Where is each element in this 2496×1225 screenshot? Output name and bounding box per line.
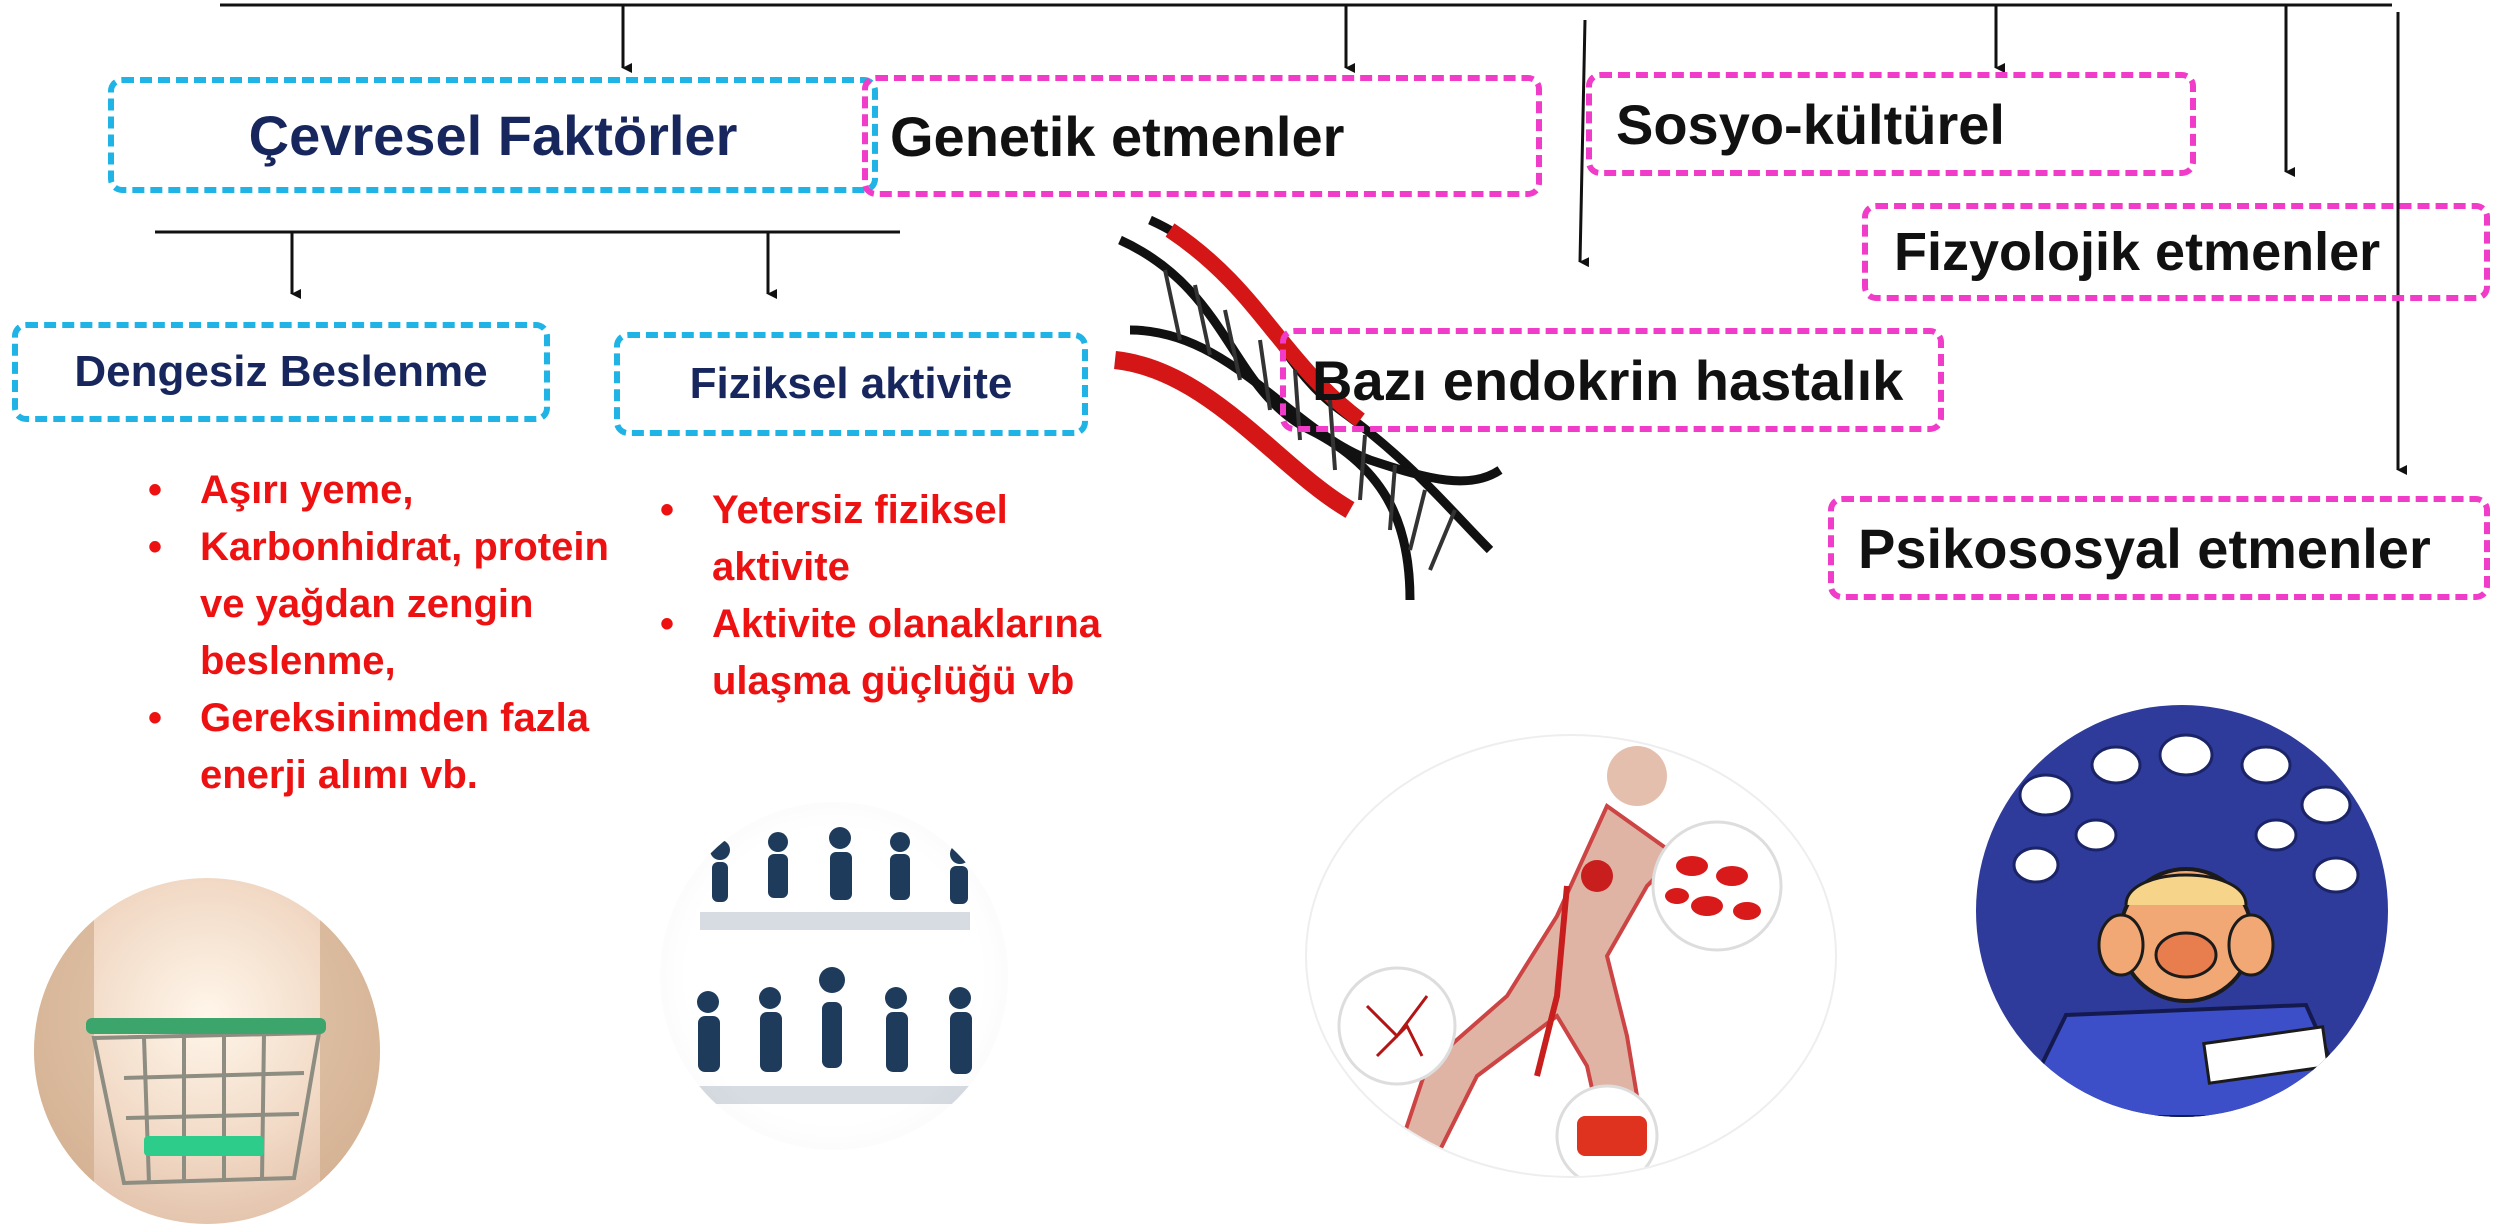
label-fizyolojik: Fizyolojik etmenler	[1894, 222, 2381, 282]
bullet-item: Gereksinimden fazla enerji alımı vb.	[140, 690, 610, 804]
box-fiziksel-aktivite: Fiziksel aktivite	[614, 332, 1088, 436]
box-fizyolojik-etmenler: Fizyolojik etmenler	[1862, 203, 2490, 301]
bullet-item: Aşırı yeme,	[140, 462, 610, 519]
label-psikososyal: Psikososyal etmenler	[1858, 516, 2431, 580]
label-cevresel: Çevresel Faktörler	[248, 103, 738, 167]
box-dengesiz-beslenme: Dengesiz Beslenme	[12, 322, 550, 422]
box-genetik-etmenler: Genetik etmenler	[862, 75, 1542, 197]
arrow-to-endokrin	[1578, 19, 1590, 268]
stressed-person-image	[1976, 705, 2388, 1117]
shopping-cart-icon	[34, 918, 380, 1218]
beslenme-bullet-list: Aşırı yeme, Karbonhidrat, protein ve yağ…	[140, 462, 610, 804]
human-anatomy-runner-icon	[1337, 746, 1783, 1176]
label-aktivite: Fiziksel aktivite	[689, 359, 1013, 408]
exercise-silhouettes-image	[660, 802, 1008, 1150]
box-cevresel-faktorler: Çevresel Faktörler	[108, 77, 878, 193]
label-endokrin: Bazı endokrin hastalık	[1312, 348, 1904, 412]
exercise-silhouettes-icon	[690, 827, 980, 1104]
box-sosyo-kulturel: Sosyo-kültürel	[1586, 72, 2196, 176]
label-genetik: Genetik etmenler	[890, 104, 1345, 168]
bullet-item: Yetersiz fiziksel aktivite	[652, 482, 1122, 596]
box-psikososyal-etmenler: Psikososyal etmenler	[1828, 496, 2490, 600]
aktivite-bullet-list: Yetersiz fiziksel aktivite Aktivite olan…	[652, 482, 1122, 710]
label-beslenme: Dengesiz Beslenme	[74, 347, 488, 396]
bullet-item: Karbonhidrat, protein ve yağdan zengin b…	[140, 519, 610, 690]
dna-helix-image	[1113, 215, 1503, 601]
dna-icon	[1113, 215, 1503, 601]
stressed-person-cartoon-icon	[2012, 733, 2360, 1117]
box-endokrin-hastalik: Bazı endokrin hastalık	[1280, 328, 1944, 432]
label-sosyo: Sosyo-kültürel	[1616, 92, 2005, 156]
human-anatomy-image	[1305, 734, 1837, 1178]
bullet-item: Aktivite olanaklarına ulaşma güçlüğü vb	[652, 596, 1122, 710]
shopping-cart-image	[34, 878, 380, 1224]
